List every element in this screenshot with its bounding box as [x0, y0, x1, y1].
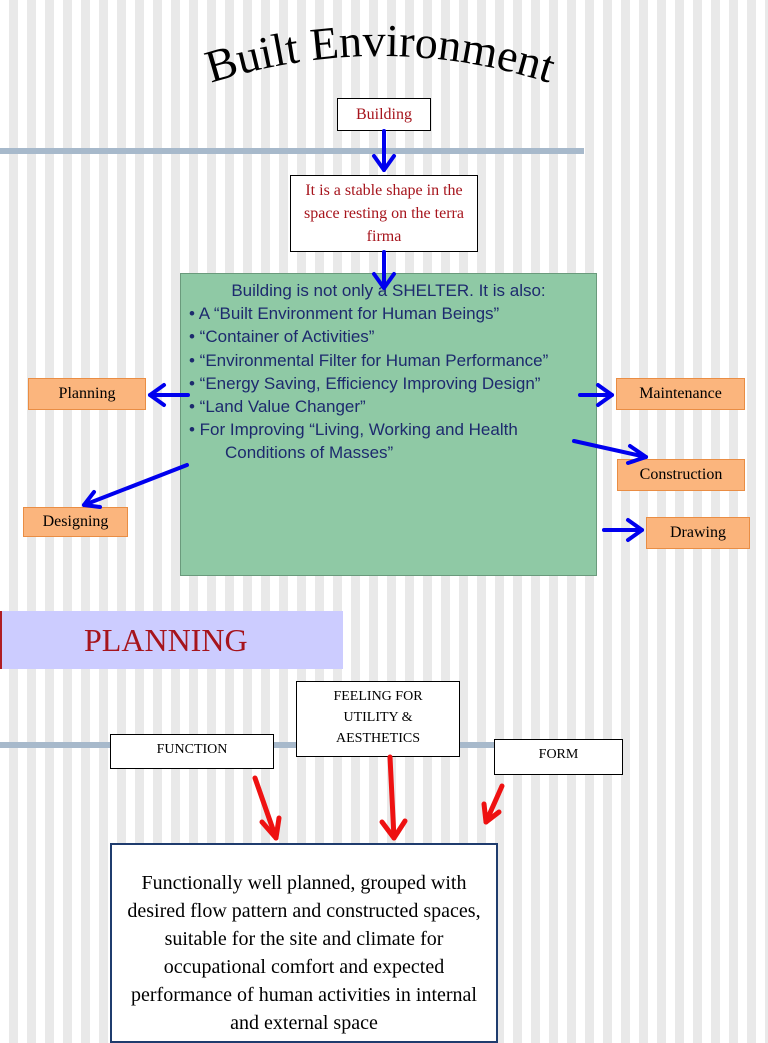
- definition-text: It is a stable shape in the space restin…: [304, 182, 464, 245]
- drawing-label-box: Drawing: [646, 517, 750, 549]
- slide-title: Built Environment: [150, 15, 610, 102]
- feeling-box: FEELING FOR UTILITY & AESTHETICS: [296, 681, 460, 757]
- role-item: • For Improving “Living, Working and Hea…: [189, 420, 518, 440]
- role-item: • “Container of Activities”: [189, 327, 375, 347]
- arrow-function-to-result: [252, 775, 282, 841]
- planning-label: Planning: [58, 385, 116, 402]
- planning-result-box: Functionally well planned, grouped with …: [110, 843, 498, 1043]
- planning-label-box: Planning: [28, 378, 146, 410]
- construction-label: Construction: [639, 466, 723, 483]
- function-box: FUNCTION: [110, 734, 274, 769]
- construction-label-box: Construction: [617, 459, 745, 491]
- role-item: • A “Built Environment for Human Beings”: [189, 304, 500, 324]
- building-box: Building: [337, 98, 431, 131]
- building-label: Building: [355, 106, 412, 123]
- drawing-label: Drawing: [670, 524, 726, 541]
- function-label: FUNCTION: [156, 742, 228, 757]
- divider-line: [0, 742, 584, 748]
- form-label: FORM: [538, 747, 579, 762]
- role-item: • “Energy Saving, Efficiency Improving D…: [189, 373, 541, 393]
- definition-box: It is a stable shape in the space restin…: [290, 175, 478, 252]
- designing-label-box: Designing: [23, 507, 128, 537]
- divider-line: [0, 148, 584, 154]
- role-item: • “Land Value Changer”: [189, 397, 366, 417]
- planning-result-text: Functionally well planned, grouped with …: [127, 872, 481, 1034]
- maintenance-label: Maintenance: [639, 385, 722, 402]
- building-roles-box: Building is not only a SHELTER. It is al…: [180, 273, 597, 576]
- feeling-label: FEELING FOR UTILITY & AESTHETICS: [333, 689, 423, 746]
- arrow-feeling-to-result: [379, 754, 408, 841]
- designing-label: Designing: [42, 513, 109, 530]
- arrow-form-to-result: [481, 783, 505, 825]
- roles-intro: Building is not only a SHELTER. It is al…: [231, 281, 546, 300]
- form-box: FORM: [494, 739, 623, 775]
- maintenance-label-box: Maintenance: [616, 378, 745, 410]
- planning-title: PLANNING: [84, 621, 248, 658]
- role-item-continuation: Conditions of Masses”: [225, 443, 394, 463]
- slide-title-text: Built Environment: [199, 15, 561, 93]
- role-item: • “Environmental Filter for Human Perfor…: [189, 350, 549, 370]
- arrow-to-designing: [82, 463, 189, 509]
- planning-header: PLANNING: [0, 611, 343, 669]
- arrow-to-drawing: [602, 518, 644, 542]
- svg-text:Built Environment: Built Environment: [199, 15, 561, 93]
